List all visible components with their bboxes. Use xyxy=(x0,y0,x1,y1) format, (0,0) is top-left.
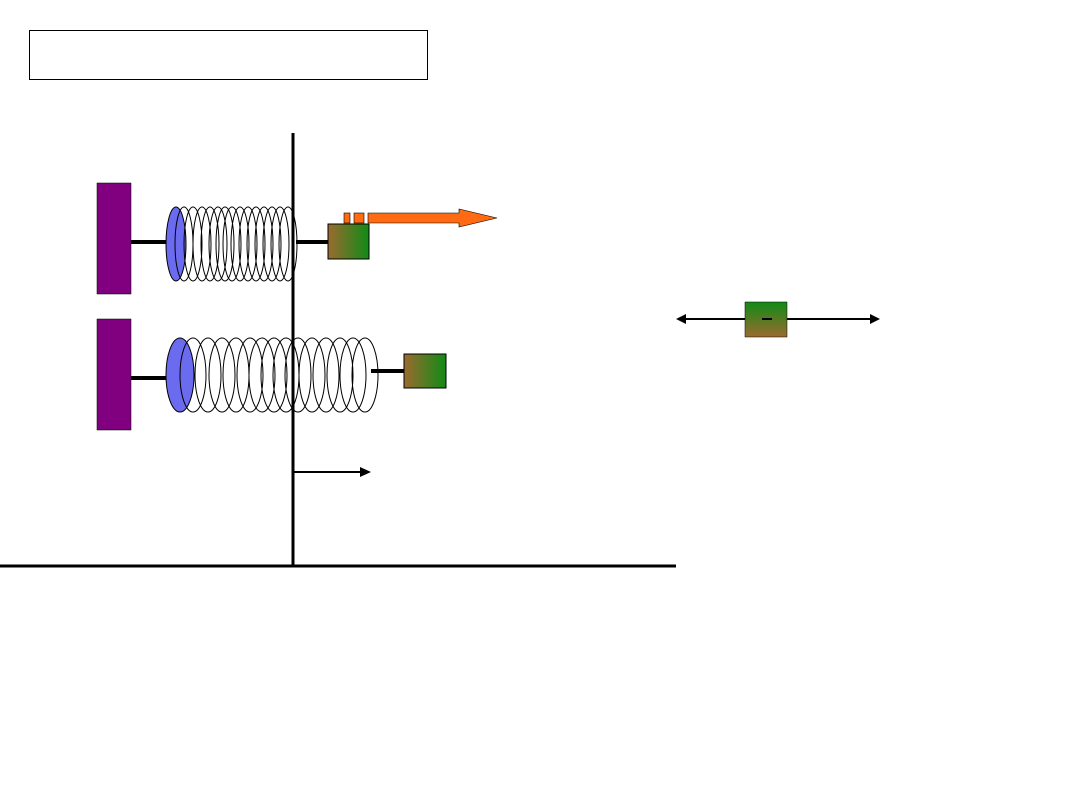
title-box xyxy=(29,30,428,80)
velocity-arrow xyxy=(343,208,498,228)
top-spring-plate xyxy=(165,206,187,282)
bottom-block xyxy=(403,353,447,389)
bottom-spring-coils xyxy=(179,337,379,413)
top-wall xyxy=(96,182,132,295)
top-block xyxy=(327,223,370,260)
bottom-wall xyxy=(96,318,132,431)
displacement-arrow xyxy=(293,467,371,477)
top-spring-coils xyxy=(174,206,298,282)
